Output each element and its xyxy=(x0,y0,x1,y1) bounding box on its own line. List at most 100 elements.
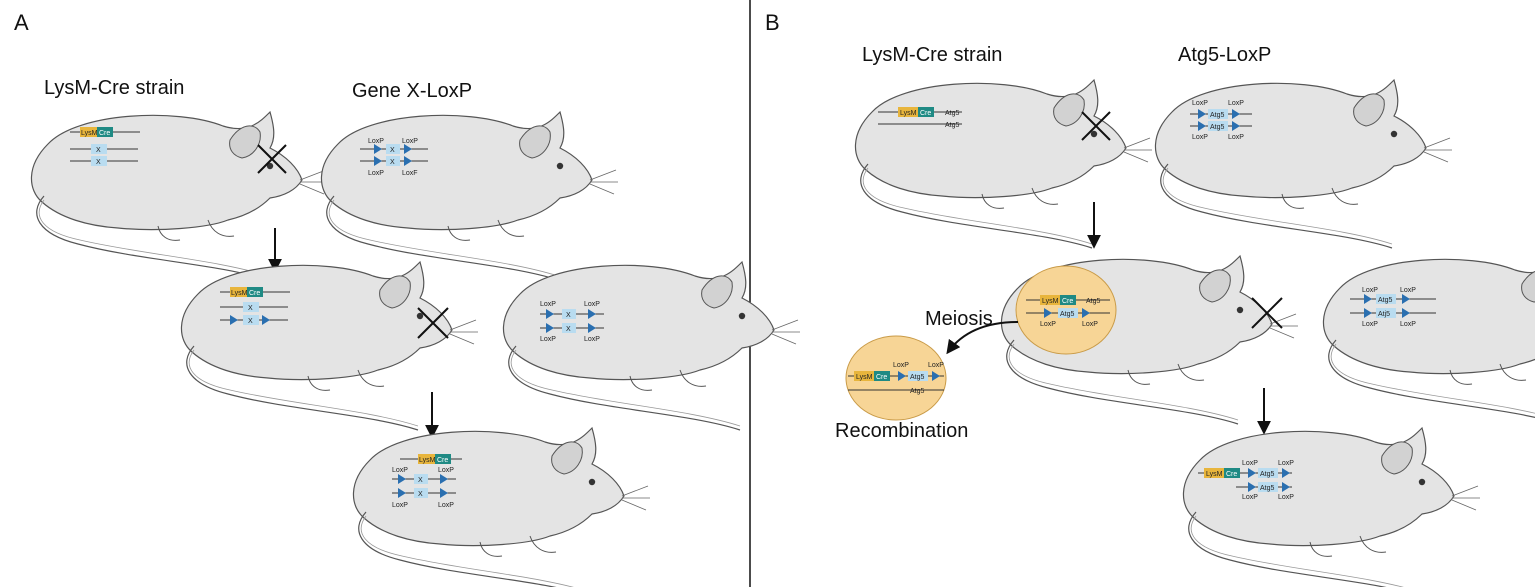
loxp-triangle xyxy=(262,315,270,325)
cre-label: Cre xyxy=(99,130,110,137)
genotype-a4: LoxP LoxP X X LoxP LoxP xyxy=(540,301,604,343)
panel-b-strain-right-label: Atg5-LoxP xyxy=(1178,44,1272,66)
panel-b-letter: B xyxy=(765,10,780,35)
cre-box xyxy=(1060,295,1076,305)
loxp-triangle xyxy=(1282,468,1290,478)
atg5-label: Atg5 xyxy=(1210,112,1225,119)
lysm-label: LysM xyxy=(856,374,873,381)
loxp-label: LoxP xyxy=(540,336,556,343)
loxp-label: LoxP xyxy=(1040,321,1056,328)
loxp-triangle xyxy=(1198,109,1206,119)
loxp-triangle xyxy=(230,315,238,325)
atg5-box xyxy=(1376,294,1396,304)
loxp-label: LoxP xyxy=(1242,494,1258,501)
loxp-label: LoxP xyxy=(1362,287,1378,294)
genotype-recombined: LoxP LoxP LysM Cre Atg5 Atg5 xyxy=(848,362,944,395)
gene-x-box xyxy=(243,315,259,325)
loxp-label: LoxP xyxy=(1228,134,1244,141)
atg5-label: Atg5 xyxy=(1210,124,1225,131)
loxp-triangle xyxy=(1198,121,1206,131)
loxp-label: LoxP xyxy=(402,138,418,145)
loxp-label: LoxP xyxy=(1082,321,1098,328)
atg5-box xyxy=(1258,468,1278,478)
loxp-triangle xyxy=(1364,294,1372,304)
loxp-triangle xyxy=(1402,308,1410,318)
loxp-triangle xyxy=(398,488,406,498)
loxp-triangle xyxy=(374,156,382,166)
loxp-label: LoxP xyxy=(1400,321,1416,328)
loxp-label: LoxP xyxy=(540,301,556,308)
cross-symbol xyxy=(1081,111,1111,141)
lysm-label: LysM xyxy=(1206,471,1223,478)
loxp-triangle xyxy=(440,474,448,484)
atg5-label: Atg5 xyxy=(910,374,925,381)
lysm-box xyxy=(898,107,918,117)
panel-b-strain-left-label: LysM-Cre strain xyxy=(862,44,1003,66)
loxp-label: LoxP xyxy=(1192,134,1208,141)
gene-x-label: X xyxy=(390,159,395,166)
cre-box xyxy=(1224,468,1240,478)
gene-x-box xyxy=(91,156,107,166)
genotype-b4: LoxP LoxP Atg5 Atj5 LoxP LoxP xyxy=(1350,287,1436,328)
cre-box xyxy=(918,107,934,117)
loxp-label: LoxP xyxy=(1192,100,1208,107)
loxp-label: LoxP xyxy=(584,336,600,343)
genotype-b1: LysM Cre Atg5 Atg5 xyxy=(878,107,962,129)
lysm-box xyxy=(80,127,97,137)
atj5-label: Atj5 xyxy=(1378,311,1390,318)
atg5-box xyxy=(1258,482,1278,492)
loxp-triangle xyxy=(1232,121,1240,131)
atg5-box xyxy=(1208,109,1228,119)
gene-x-box xyxy=(243,302,259,312)
genotype-a5: LysM Cre LoxP LoxP X X LoxP LoxP xyxy=(392,454,462,509)
gene-x-label: X xyxy=(418,477,423,484)
gene-x-label: X xyxy=(418,491,423,498)
lysm-box xyxy=(1204,468,1224,478)
atg5-label: Atg5 xyxy=(1260,485,1275,492)
loxp-triangle xyxy=(1282,482,1290,492)
lysm-label: LysM xyxy=(231,290,248,297)
panel-a-strain-left-label: LysM-Cre strain xyxy=(44,77,185,99)
lysm-box xyxy=(1040,295,1060,305)
mouse-a3-f1 xyxy=(180,261,479,431)
lysm-label: LysM xyxy=(81,130,98,137)
loxp-label: LoxP xyxy=(392,502,408,509)
cre-box xyxy=(97,127,113,137)
mouse-a2-gene-x-loxp xyxy=(320,111,619,281)
loxp-triangle xyxy=(1402,294,1410,304)
lysm-label: LysM xyxy=(419,457,436,464)
loxp-triangle xyxy=(374,144,382,154)
cre-label: Cre xyxy=(249,290,260,297)
gene-x-box xyxy=(414,474,428,484)
atg5-box xyxy=(908,371,928,381)
loxp-label: LoxP xyxy=(438,467,454,474)
genotype-b2: LoxP LoxP Atg5 Atg5 LoxP LoxP xyxy=(1190,100,1252,141)
cre-label: Cre xyxy=(1062,298,1073,305)
loxp-triangle xyxy=(1082,308,1090,318)
atg5-label: Atg5 xyxy=(945,122,960,129)
cross-symbol xyxy=(1251,297,1283,329)
loxp-triangle xyxy=(1044,308,1052,318)
loxp-triangle xyxy=(546,323,554,333)
cre-box xyxy=(874,371,890,381)
loxp-label: LoxP xyxy=(438,502,454,509)
meiosis-arrow xyxy=(946,321,1019,355)
mouse-b1-lysm-cre xyxy=(854,79,1153,249)
loxp-triangle xyxy=(1364,308,1372,318)
mouse-b5-offspring xyxy=(1182,427,1481,587)
lysm-box xyxy=(418,454,435,464)
cre-label: Cre xyxy=(1226,471,1237,478)
loxp-triangle xyxy=(932,371,940,381)
gene-x-label: X xyxy=(566,312,571,319)
meiosis-label: Meiosis xyxy=(925,308,993,330)
loxp-triangle xyxy=(1248,482,1256,492)
gene-x-box xyxy=(414,488,428,498)
panel-a: LysM Cre X X LoxP LoxP X xyxy=(30,111,801,587)
cross-symbol xyxy=(417,307,449,339)
recombination-label: Recombination xyxy=(835,420,969,442)
mouse-a4-loxp xyxy=(502,261,801,431)
loxp-label: LoxP xyxy=(928,362,944,369)
lysm-label: LysM xyxy=(1042,298,1059,305)
atg5-label: Atg5 xyxy=(1086,298,1101,305)
